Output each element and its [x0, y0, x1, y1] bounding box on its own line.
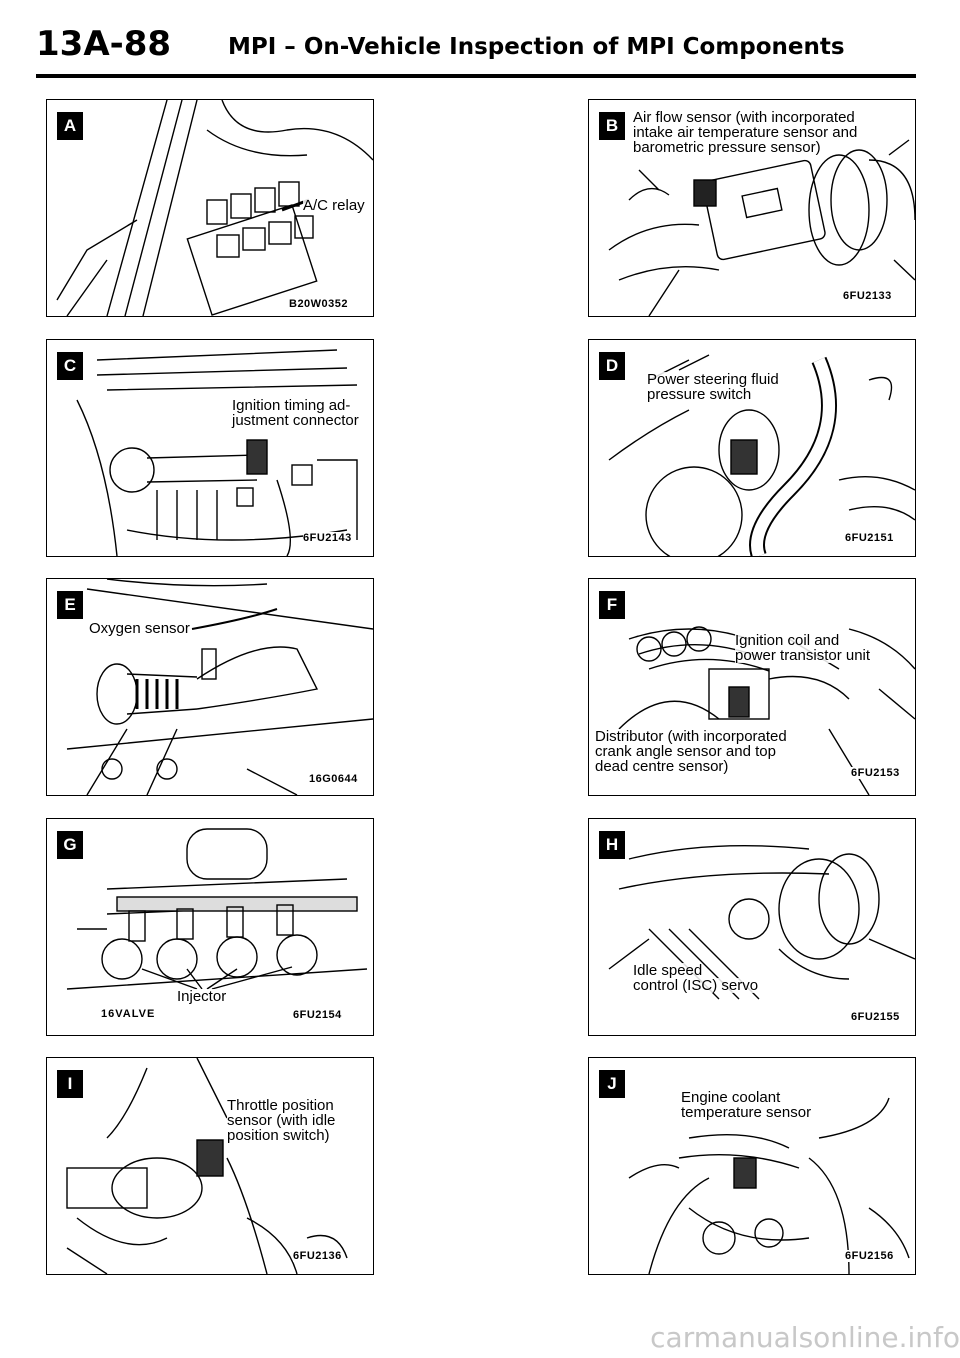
panel-badge: J — [599, 1070, 625, 1098]
ignition-coil-label-1: Ignition coil and — [735, 632, 840, 649]
panel-g: G Injector 16VALVE 6FU2154 — [46, 818, 374, 1036]
figure-code: 6FU2155 — [851, 1011, 900, 1023]
panel-i: I Throttle position sensor (with idle po… — [46, 1057, 374, 1275]
panel-badge: I — [57, 1070, 83, 1098]
figure-code: B20W0352 — [289, 298, 349, 310]
panel-j: J Engine coolant temperature sensor 6FU2… — [588, 1057, 916, 1275]
panel-b: B Air flow sensor (with incorporated int… — [588, 99, 916, 317]
distributor-label-2: crank angle sensor and top — [595, 743, 776, 760]
isc-servo-label-1: Idle speed — [633, 962, 703, 979]
panel-badge: F — [599, 591, 625, 619]
panel-a: A A/C relay B20W0352 — [46, 99, 374, 317]
air-flow-sensor-illustration — [608, 139, 915, 316]
figure-code: 6FU2136 — [293, 1250, 342, 1262]
throttle-label-1: Throttle position — [227, 1097, 334, 1114]
throttle-label-3: position switch) — [227, 1127, 330, 1144]
power-steering-switch-illustration — [608, 354, 915, 556]
throttle-label-2: sensor (with idle — [227, 1112, 336, 1129]
air-flow-sensor-label-1: Air flow sensor (with incorporated — [633, 109, 855, 126]
header-rule — [36, 74, 916, 78]
coolant-label-1: Engine coolant — [681, 1089, 781, 1106]
timing-connector-illustration — [76, 349, 358, 556]
panel-badge: H — [599, 831, 625, 859]
figure-code: 6FU2153 — [851, 767, 900, 779]
page-header: 13A-88 MPI – On-Vehicle Inspection of MP… — [0, 0, 960, 80]
panel-badge: A — [57, 112, 83, 140]
figure-code: 16G0644 — [309, 773, 358, 785]
panel-badge: G — [57, 831, 83, 859]
figure-code: 6FU2156 — [845, 1250, 894, 1262]
oxygen-sensor-illustration — [66, 579, 373, 795]
panel-c: C Ignition timing ad- justment connector… — [46, 339, 374, 557]
page-number: 13A-88 — [36, 24, 172, 64]
air-flow-sensor-label-2: intake air temperature sensor and — [633, 124, 858, 141]
oxygen-sensor-label: Oxygen sensor — [89, 620, 190, 637]
air-flow-sensor-label-3: barometric pressure sensor) — [633, 139, 821, 156]
ignition-timing-label-1: Ignition timing ad- — [232, 397, 351, 414]
panel-badge: C — [57, 352, 83, 380]
valve-badge-text: 16VALVE — [101, 1007, 156, 1022]
power-steering-label-1: Power steering fluid — [647, 371, 779, 388]
ignition-coil-label-2: power transistor unit — [735, 647, 871, 664]
relay-box-illustration — [56, 100, 373, 316]
panel-d: D Power steering fluid pressure switch 6… — [588, 339, 916, 557]
page-title: MPI – On-Vehicle Inspection of MPI Compo… — [228, 34, 845, 60]
distributor-label-3: dead centre sensor) — [595, 758, 729, 775]
watermark: carmanualsonline.info — [650, 1321, 960, 1354]
distributor-label-1: Distributor (with incorporated — [595, 728, 787, 745]
panel-badge: E — [57, 591, 83, 619]
panel-h: H Idle speed control (ISC) servo 6FU2155 — [588, 818, 916, 1036]
panel-e: E Oxygen sensor 16G0644 — [46, 578, 374, 796]
power-steering-label-2: pressure switch — [647, 386, 752, 403]
panel-badge: D — [599, 352, 625, 380]
figure-code: 6FU2133 — [843, 290, 892, 302]
ignition-timing-label-2: justment connector — [232, 412, 359, 429]
injector-illustration — [66, 828, 368, 990]
coolant-label-2: temperature sensor — [681, 1104, 812, 1121]
panel-badge: B — [599, 112, 625, 140]
injector-label: Injector — [177, 988, 227, 1005]
figure-code: 6FU2151 — [845, 532, 894, 544]
panel-f: F Ignition coil and power transistor uni… — [588, 578, 916, 796]
isc-servo-illustration — [608, 844, 915, 1000]
isc-servo-label-2: control (ISC) servo — [633, 977, 759, 994]
throttle-sensor-illustration — [66, 1058, 348, 1274]
figure-code: 6FU2154 — [293, 1009, 342, 1021]
a-c-relay-label: A/C relay — [303, 197, 365, 214]
figure-code: 6FU2143 — [303, 532, 352, 544]
